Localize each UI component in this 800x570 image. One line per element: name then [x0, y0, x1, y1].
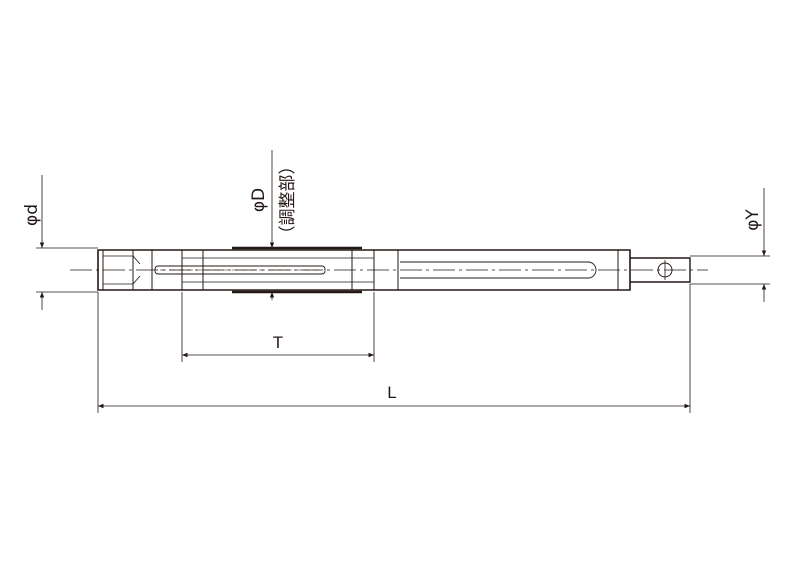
reamer-body	[97, 246, 691, 294]
label-D-note: （調整部）	[278, 158, 298, 243]
label-Y: φY	[743, 209, 763, 231]
label-T: T	[273, 333, 283, 352]
length-T-dimension: T	[181, 292, 375, 362]
label-d: φd	[22, 204, 42, 226]
diameter-d-dimension: φd	[22, 175, 98, 310]
length-L-dimension: L	[97, 284, 691, 413]
label-L: L	[387, 383, 396, 402]
label-D: φD	[249, 188, 269, 212]
diameter-D-dimension: φD （調整部）	[249, 150, 298, 300]
diameter-Y-dimension: φY	[690, 188, 770, 302]
